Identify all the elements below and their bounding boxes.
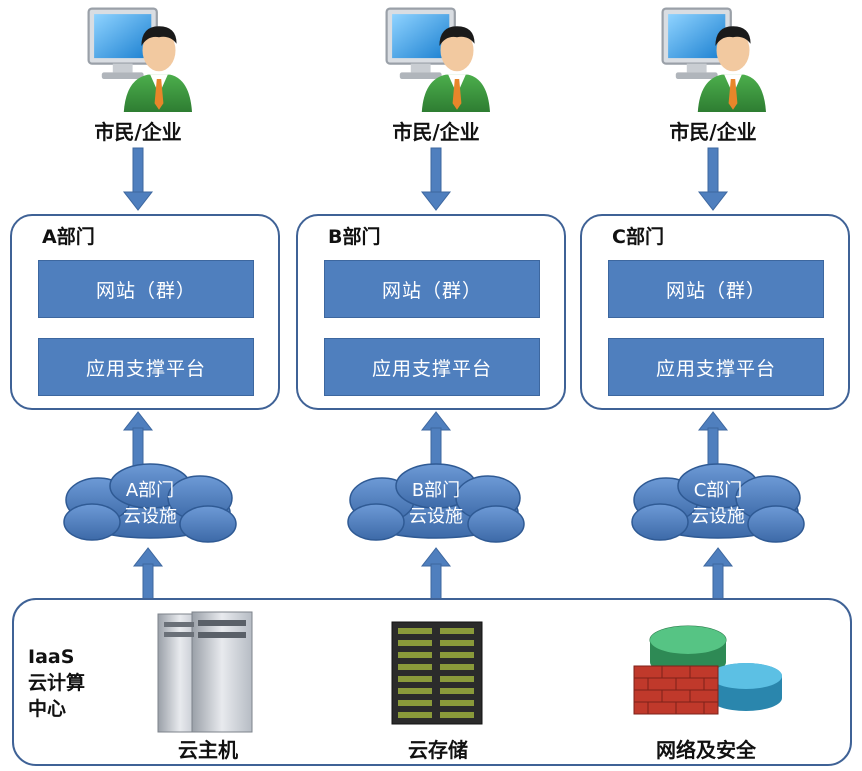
department-title: B部门 (328, 226, 381, 248)
up-arrow (702, 547, 734, 601)
cloud-label-infra: 云设施 (691, 506, 745, 527)
resource-label-host: 云主机 (178, 738, 238, 762)
storage-rack-icon (391, 621, 483, 725)
department-title: C部门 (612, 226, 664, 248)
department-box-b: B部门 网站（群） 应用支撑平台 (296, 214, 566, 410)
cloud-icon (63, 463, 237, 543)
iaas-title-line: 中心 (28, 698, 67, 720)
user-at-computer-icon (87, 7, 192, 112)
iaas-title-line: IaaS (28, 646, 75, 668)
website-group-box: 网站（群） (324, 260, 540, 318)
up-arrow (420, 411, 452, 471)
resource-label-storage: 云存储 (408, 738, 468, 762)
user-label: 市民/企业 (94, 120, 182, 144)
user-at-computer-icon (385, 7, 490, 112)
cloud-label: A部门 云设施 (80, 478, 220, 530)
cloud-label-dept: B部门 (411, 480, 461, 501)
cloud-label-infra: 云设施 (123, 506, 177, 527)
department-box-c: C部门 网站（群） 应用支撑平台 (580, 214, 850, 410)
iaas-center-box: IaaS 云计算 中心 (12, 598, 852, 766)
iaas-title: IaaS 云计算 中心 (28, 644, 85, 722)
down-arrow (122, 147, 154, 211)
cloud-icon (347, 463, 525, 543)
department-title: A部门 (42, 226, 95, 248)
user-label: 市民/企业 (669, 120, 757, 144)
cloud-label: B部门 云设施 (366, 478, 506, 530)
firewall-router-icon (633, 625, 782, 715)
website-group-box: 网站（群） (38, 260, 254, 318)
up-arrow (132, 547, 164, 601)
cloud-label-dept: C部门 (693, 480, 743, 501)
resource-label-network: 网络及安全 (656, 738, 756, 762)
cloud-label-infra: 云设施 (409, 506, 463, 527)
iaas-title-line: 云计算 (28, 672, 86, 694)
website-group-box: 网站（群） (608, 260, 824, 318)
cloud-label-dept: A部门 (125, 480, 175, 501)
user-label: 市民/企业 (392, 120, 480, 144)
app-platform-box: 应用支撑平台 (324, 338, 540, 396)
app-platform-box: 应用支撑平台 (608, 338, 824, 396)
cloud-label: C部门 云设施 (648, 478, 788, 530)
server-icon (157, 611, 253, 733)
up-arrow (420, 547, 452, 601)
app-platform-box: 应用支撑平台 (38, 338, 254, 396)
up-arrow (697, 411, 729, 471)
department-box-a: A部门 网站（群） 应用支撑平台 (10, 214, 280, 410)
user-at-computer-icon (661, 7, 766, 112)
cloud-icon (631, 463, 805, 543)
down-arrow (420, 147, 452, 211)
down-arrow (697, 147, 729, 211)
up-arrow (122, 411, 154, 471)
